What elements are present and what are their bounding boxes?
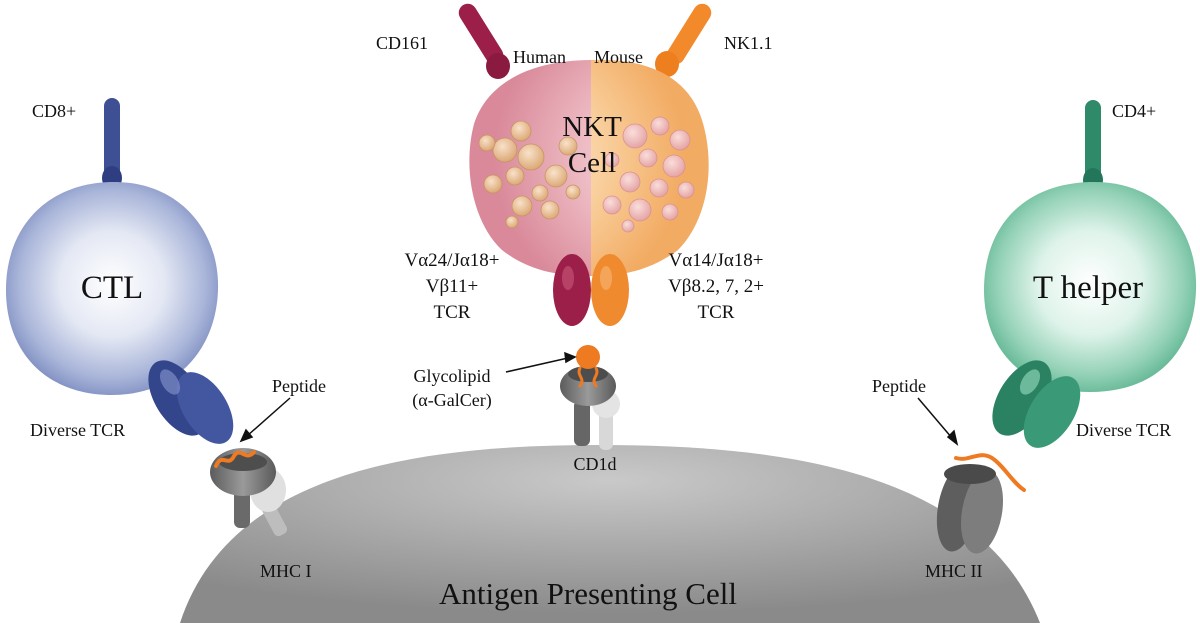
th-cell	[984, 181, 1197, 392]
mouse-tcr-line1: Vα14/Jα18+	[668, 250, 763, 271]
mhc-i-molecule	[210, 448, 288, 537]
cd161-label: CD161	[376, 33, 428, 53]
human-tcr-line2: Vβ11+	[426, 276, 478, 297]
th-cd4-receptor	[1083, 100, 1103, 195]
glycolipid-ligand	[576, 345, 600, 388]
nkt-granules-human	[478, 120, 581, 229]
glycolipid-label-line2: (α-GalCer)	[412, 390, 491, 411]
mouse-tcr-line3: TCR	[698, 302, 735, 323]
cd1d-molecule	[560, 366, 620, 450]
ctl-cell	[6, 181, 219, 395]
human-tcr-line1: Vα24/Jα18+	[404, 250, 499, 271]
th-coreceptor-label: CD4+	[1112, 101, 1156, 121]
glycolipid-label-line1: Glycolipid	[414, 366, 491, 386]
nkt-granules-mouse	[602, 116, 695, 233]
th-peptide-label: Peptide	[872, 376, 926, 396]
ctl-tcr-label: Diverse TCR	[30, 420, 125, 440]
ctl-tcr	[148, 360, 234, 444]
ctl-peptide-label: Peptide	[272, 376, 326, 396]
ctl-cd8-receptor	[102, 98, 122, 193]
nkt-name-line1: NKT	[562, 111, 622, 143]
th-tcr	[992, 360, 1081, 448]
mhc-ii-molecule	[936, 453, 1026, 554]
human-label: Human	[513, 47, 566, 67]
nkt-nk11-receptor	[655, 3, 712, 77]
apc-cell	[180, 445, 1040, 623]
human-tcr-line3: TCR	[434, 302, 471, 323]
mouse-tcr-line2: Vβ8.2, 7, 2+	[668, 276, 764, 297]
nkt-name-line2: Cell	[568, 147, 616, 179]
mhc-ii-label: MHC II	[925, 561, 983, 581]
nkt-tcr	[553, 254, 629, 326]
apc-label: Antigen Presenting Cell	[439, 576, 737, 611]
ctl-coreceptor-label: CD8+	[32, 101, 76, 121]
mouse-label: Mouse	[594, 47, 643, 67]
th-name-label: T helper	[1033, 270, 1143, 306]
peptide-arrow-left	[239, 397, 291, 443]
nk11-label: NK1.1	[724, 33, 773, 53]
glycolipid-arrow	[505, 351, 577, 373]
peptide-arrow-right	[917, 397, 959, 446]
cd1d-label: CD1d	[573, 454, 616, 474]
nkt-cd161-receptor	[458, 3, 510, 79]
mhc-i-label: MHC I	[260, 561, 312, 581]
ctl-name-label: CTL	[81, 270, 143, 306]
th-tcr-label: Diverse TCR	[1076, 420, 1171, 440]
